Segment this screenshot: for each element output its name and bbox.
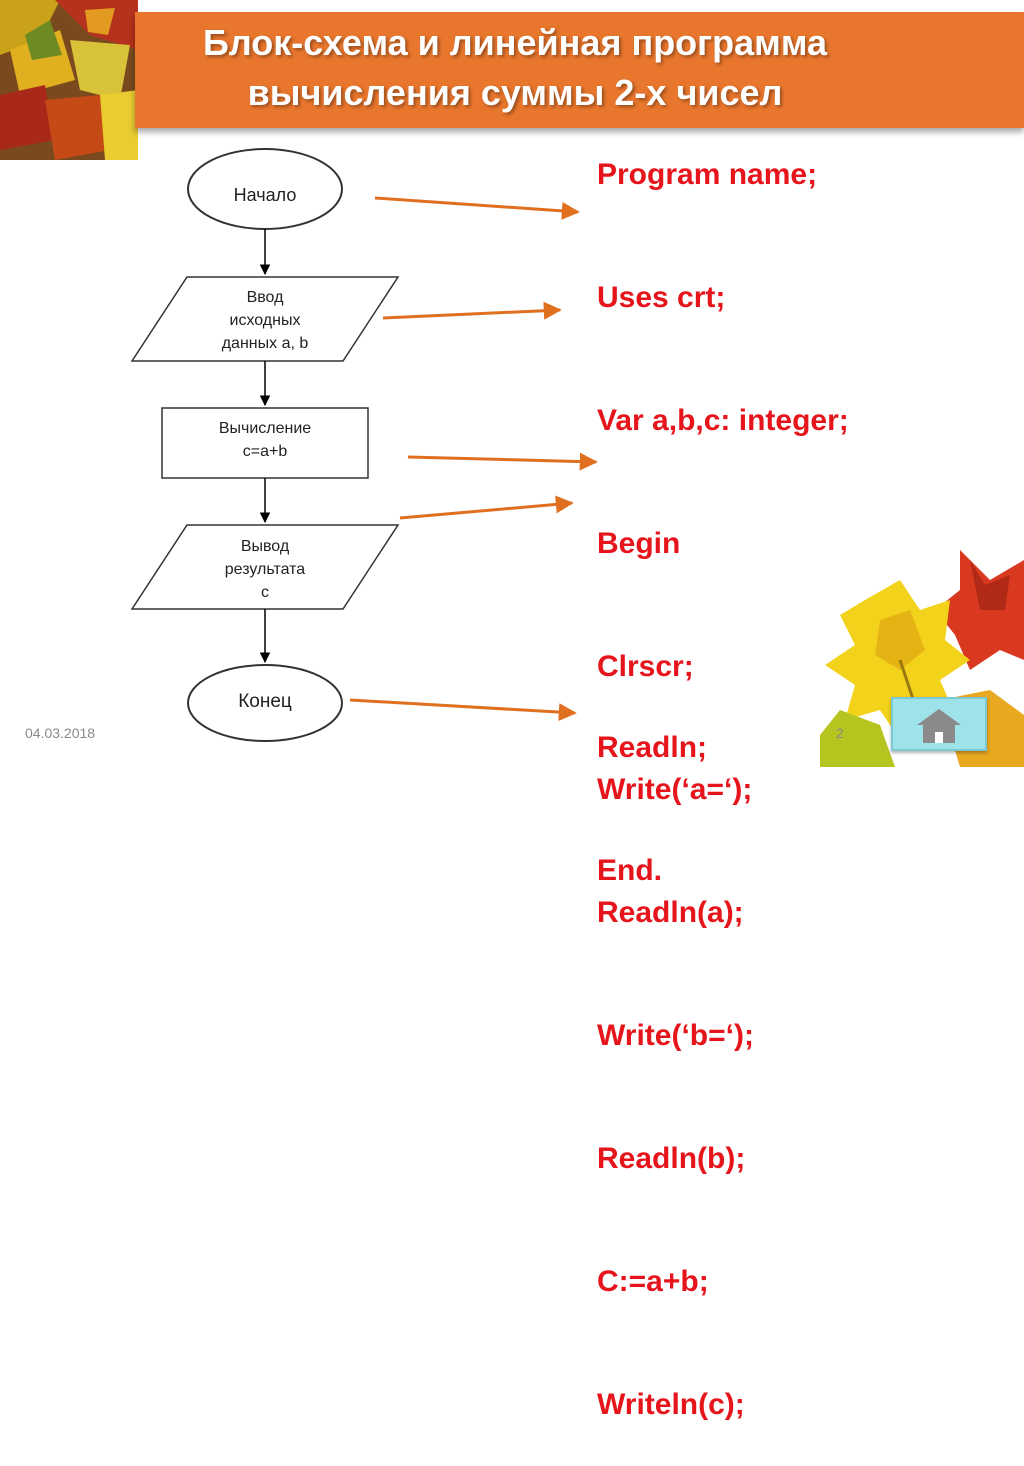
code-line: Readln; <box>597 731 708 764</box>
input-parallelogram <box>130 276 400 362</box>
code-line: Writeln(c); <box>597 1388 745 1421</box>
input-label-line-1: Ввод <box>246 289 284 306</box>
autumn-leaves-image <box>0 0 138 160</box>
process-rectangle <box>161 407 369 479</box>
output-label-line-3: c <box>261 584 269 601</box>
home-button[interactable] <box>891 697 987 751</box>
code-line: Clrscr; <box>597 650 694 683</box>
slide-title: Блок-схема и линейная программа вычислен… <box>155 18 875 118</box>
home-icon <box>917 709 961 743</box>
arrow-end-to-end <box>349 698 577 722</box>
code-line: Var a,b,c: integer; <box>597 404 849 437</box>
process-label: Вычисление c=a+b <box>162 417 368 463</box>
footer-date: 04.03.2018 <box>25 725 96 741</box>
input-label-line-2: исходных <box>229 312 301 329</box>
arrow-process-to-sum <box>407 452 598 471</box>
input-label-line-3: данных a, b <box>221 335 309 352</box>
program-code-tail: Readln; End. <box>597 645 707 932</box>
code-line: Program name; <box>597 158 818 191</box>
arrow-start-to-begin <box>374 196 580 220</box>
code-line: Write(‘b=‘); <box>597 1019 754 1052</box>
page-number: 2 <box>836 725 844 741</box>
start-label: Начало <box>233 185 297 205</box>
code-line: Uses crt; <box>597 281 726 314</box>
flowchart-diagram <box>130 148 598 742</box>
code-line: End. <box>597 854 662 887</box>
end-terminal <box>187 664 343 742</box>
output-label-line-1: Вывод <box>240 538 290 555</box>
arrow-output-to-writeln <box>399 495 574 520</box>
title-bar <box>135 12 1024 128</box>
code-line: C:=a+b; <box>597 1265 709 1298</box>
arrow-input-to-read <box>382 301 562 320</box>
code-line: Begin <box>597 527 681 560</box>
output-label-line-2: результата <box>224 561 306 578</box>
process-label-line-2: c=a+b <box>242 443 288 460</box>
output-parallelogram <box>130 524 400 610</box>
input-label: Ввод исходных данных a, b <box>170 286 360 355</box>
end-label: Конец <box>238 691 292 712</box>
output-label: Вывод результата c <box>170 535 360 604</box>
title-line-1: Блок-схема и линейная программа <box>202 22 827 63</box>
title-line-2: вычисления суммы 2-х чисел <box>247 72 783 113</box>
process-label-line-1: Вычисление <box>218 420 312 437</box>
code-line: Readln(b); <box>597 1142 746 1175</box>
